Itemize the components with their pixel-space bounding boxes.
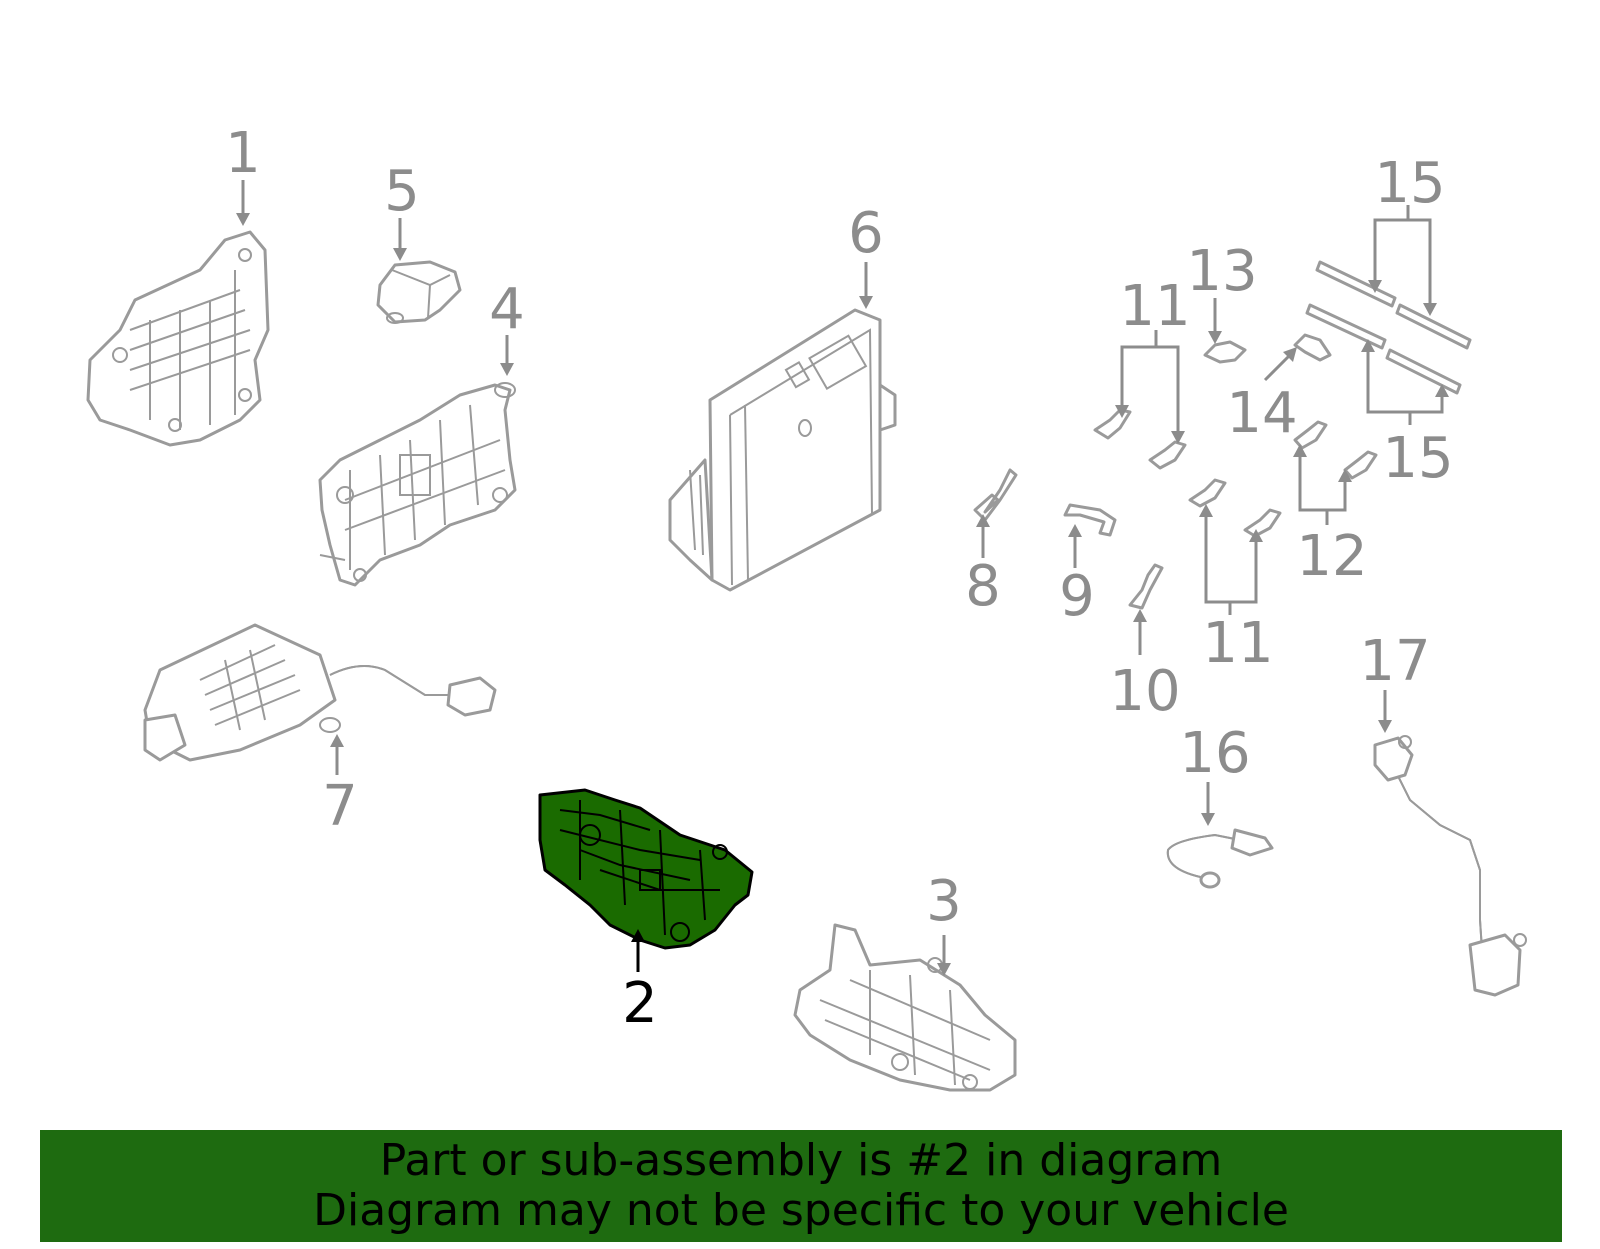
- part-11-clips[interactable]: [1093, 408, 1282, 538]
- info-banner: Part or sub-assembly is #2 in diagram Di…: [40, 1130, 1562, 1242]
- part-2-drawing[interactable]: [538, 788, 754, 950]
- callout-11-bottom[interactable]: 11: [1202, 611, 1273, 676]
- part-4-drawing[interactable]: [318, 382, 517, 587]
- banner-line-1: Part or sub-assembly is #2 in diagram: [379, 1135, 1223, 1186]
- callout-16[interactable]: 16: [1179, 721, 1250, 786]
- part-7-drawing[interactable]: [143, 623, 497, 762]
- part-12-clips[interactable]: [1293, 420, 1378, 480]
- callout-2[interactable]: 2: [622, 971, 658, 1036]
- part-17-drawing[interactable]: [1373, 735, 1527, 997]
- part-6-drawing[interactable]: [668, 308, 897, 592]
- part-3-drawing[interactable]: [793, 923, 1017, 1092]
- callout-7[interactable]: 7: [322, 774, 358, 839]
- callout-labels: 1 2 3 4 5 6 7 8 9 10 11 11 12 13 14 15 1…: [225, 121, 1453, 1036]
- callout-14[interactable]: 14: [1226, 381, 1297, 446]
- callout-5[interactable]: 5: [384, 159, 420, 224]
- callout-8[interactable]: 8: [965, 554, 1001, 619]
- callout-1[interactable]: 1: [225, 121, 261, 186]
- part-16-drawing[interactable]: [1166, 828, 1274, 889]
- banner-line-2: Diagram may not be specific to your vehi…: [313, 1185, 1289, 1236]
- part-5-drawing[interactable]: [376, 260, 462, 324]
- part-14-drawing[interactable]: [1293, 333, 1332, 362]
- callout-12[interactable]: 12: [1296, 524, 1367, 589]
- callout-10[interactable]: 10: [1109, 659, 1180, 724]
- callout-13[interactable]: 13: [1186, 239, 1257, 304]
- part-13-drawing[interactable]: [1203, 340, 1247, 364]
- callout-4[interactable]: 4: [489, 277, 525, 342]
- callout-15-top[interactable]: 15: [1374, 151, 1445, 216]
- callout-11-top[interactable]: 11: [1119, 274, 1190, 339]
- leader-lines: [236, 180, 1449, 976]
- callout-3[interactable]: 3: [926, 869, 962, 934]
- callout-9[interactable]: 9: [1059, 564, 1095, 629]
- callout-17[interactable]: 17: [1359, 629, 1430, 694]
- part-15-clips[interactable]: [1305, 260, 1472, 395]
- callout-15-bottom[interactable]: 15: [1382, 426, 1453, 491]
- part-1-drawing[interactable]: [86, 230, 270, 447]
- part-10-drawing[interactable]: [1128, 563, 1164, 610]
- part-8-drawing[interactable]: [973, 468, 1018, 522]
- part-9-drawing[interactable]: [1063, 503, 1117, 537]
- callout-6[interactable]: 6: [848, 201, 884, 266]
